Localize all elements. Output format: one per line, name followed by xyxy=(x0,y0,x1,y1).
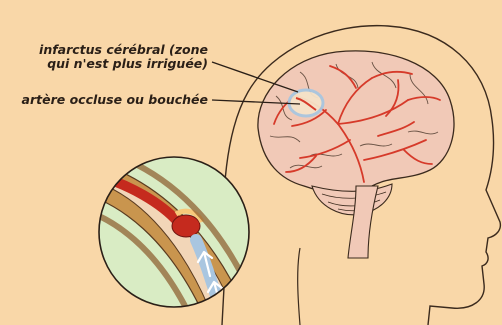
label-infarct: infarctus cérébral (zone qui n'est plus … xyxy=(39,43,208,71)
label-artery: artère occluse ou bouchée xyxy=(22,93,208,107)
label-infarct-line2: qui n'est plus irriguée) xyxy=(39,57,208,71)
label-infarct-line1: infarctus cérébral (zone xyxy=(39,43,208,57)
